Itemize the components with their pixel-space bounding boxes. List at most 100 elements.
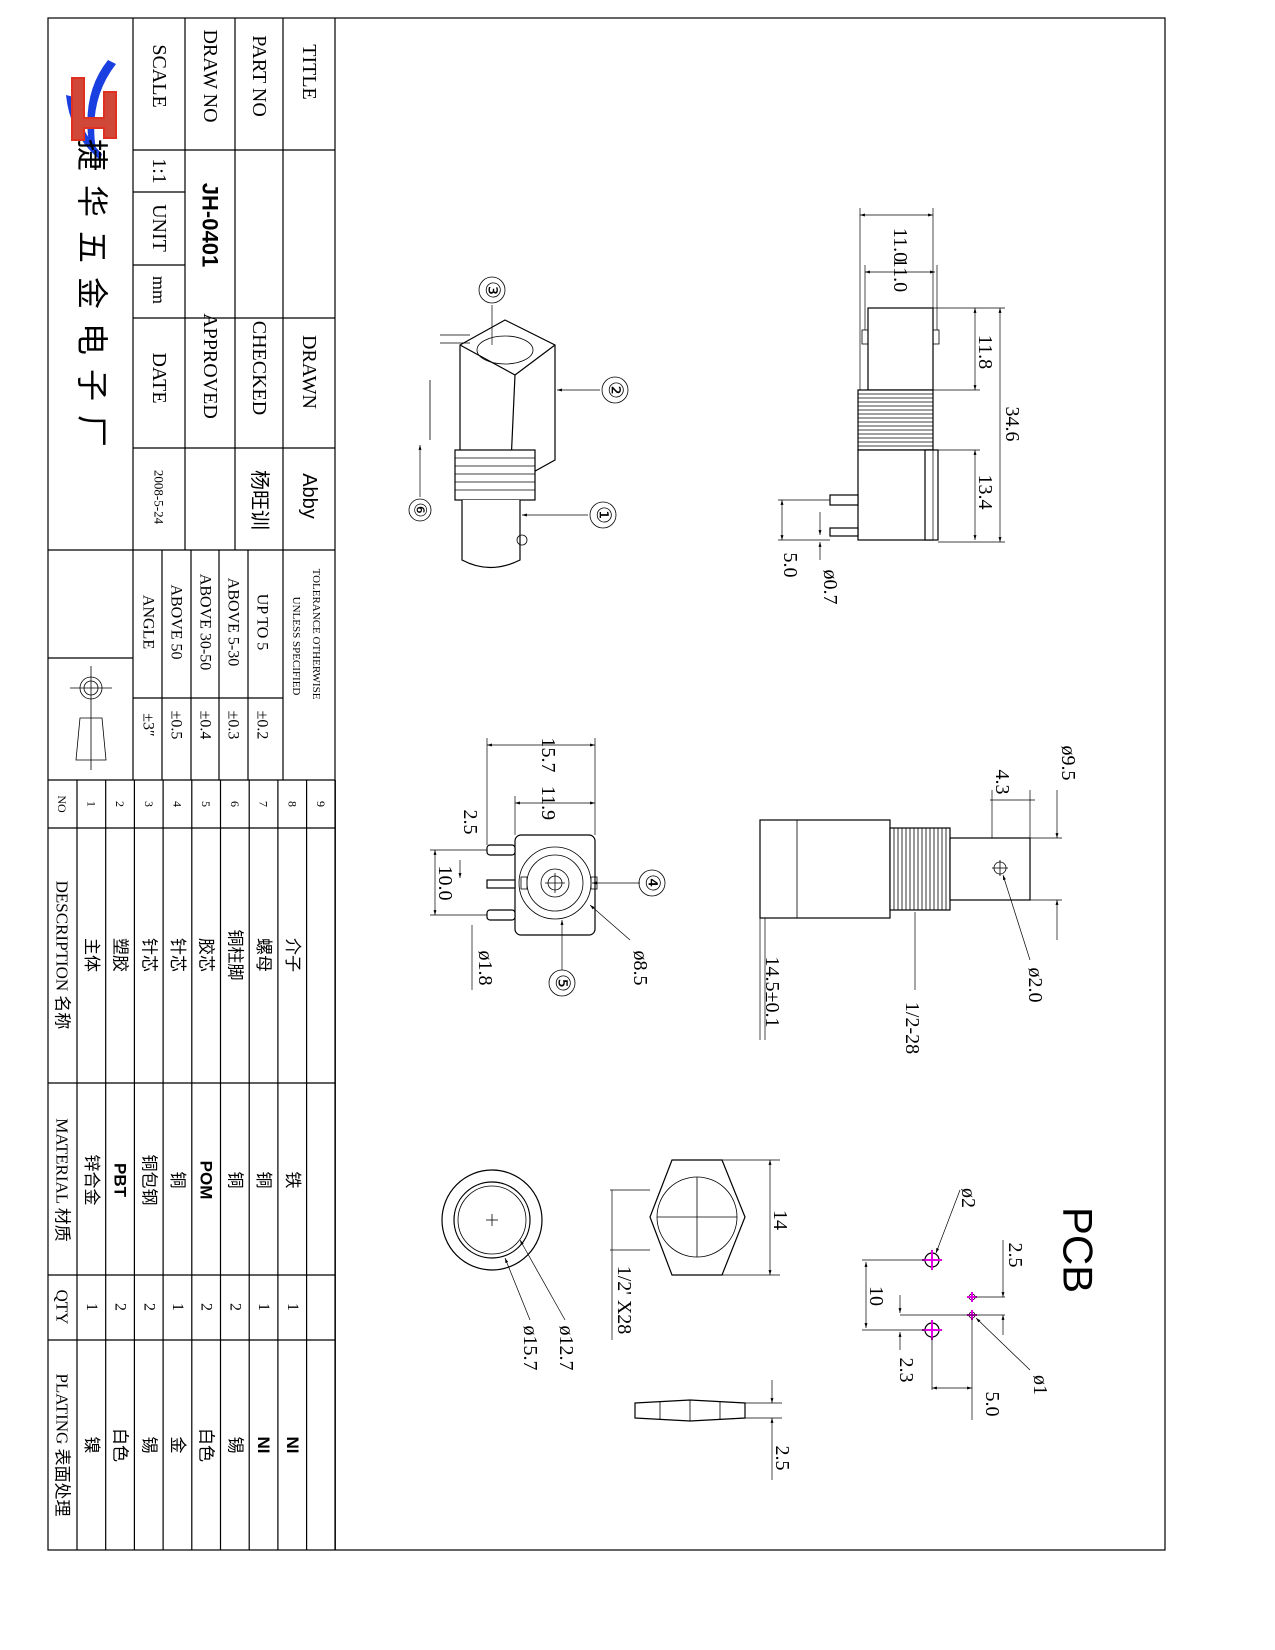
dim-side-4: 34.6 xyxy=(1001,407,1023,442)
dim-nut-1: 14 xyxy=(769,1210,791,1230)
hex-nut-view: 14 1/2' X28 2.5 xyxy=(610,1159,793,1480)
checked-label: CHECKED xyxy=(248,321,270,415)
balloon-6: ⑥ xyxy=(411,502,430,517)
cell-material: 铜 xyxy=(168,1172,187,1189)
cell-qty: 2 xyxy=(198,1303,215,1311)
header-description: DESCRIPTION 名称 xyxy=(53,881,72,1030)
dim-front-5: ø1.8 xyxy=(474,951,496,986)
tolerance-value: ±0.2 xyxy=(254,711,271,740)
cell-qty: 1 xyxy=(255,1303,272,1311)
dim-front-4: 10.0 xyxy=(434,866,456,901)
dim-pcb-1: ø2 xyxy=(957,1188,979,1208)
table-row: 9 xyxy=(314,801,328,807)
tolerance-value: ±0.3 xyxy=(225,711,242,740)
cell-no: 1 xyxy=(84,801,98,807)
pcb-title: PCB xyxy=(1055,1207,1102,1293)
tolerance-value: ±0.4 xyxy=(197,711,214,740)
isometric-view: ③ ② ① ⑥ xyxy=(408,276,629,569)
cell-description: 针芯 xyxy=(139,938,158,972)
cell-material: 铜包钢 xyxy=(139,1155,158,1206)
sheet-border xyxy=(47,17,1166,1551)
dim-side-2: 11.0 xyxy=(889,258,911,292)
dim-front-3: 2.5 xyxy=(459,810,481,835)
cell-qty: 2 xyxy=(140,1303,157,1311)
cell-qty: 1 xyxy=(169,1303,186,1311)
dim-profile-3: 14.5±0.1 xyxy=(761,957,783,1028)
pcb-layout: PCB ø2 2.5 10 2.3 5.0 ø1 xyxy=(862,1188,1102,1420)
balloon-4: ④ xyxy=(641,874,663,892)
header-qty: QTY xyxy=(53,1290,72,1325)
cell-material: 锌合金 xyxy=(82,1155,101,1206)
dim-side-5: 13.4 xyxy=(974,475,996,510)
cell-material: PBT xyxy=(111,1163,130,1198)
balloon-1: ① xyxy=(592,506,614,524)
balloon-3: ③ xyxy=(481,281,503,299)
part-no-label: PART NO xyxy=(248,35,270,117)
cell-description: 针芯 xyxy=(168,938,187,972)
checked-value: 杨旺训 xyxy=(248,470,271,530)
cell-qty: 1 xyxy=(83,1303,100,1311)
tolerance-range: ABOVE 50 xyxy=(168,584,185,659)
header-no: NO xyxy=(55,795,69,813)
dim-front-2: 11.9 xyxy=(537,786,559,820)
table-row: 4 针芯铜 1 金 xyxy=(168,801,187,1454)
cell-plating: 白色 xyxy=(197,1428,216,1462)
approved-label: APPROVED xyxy=(199,313,221,419)
cell-description: 铜柱脚 xyxy=(225,930,244,981)
dim-pcb-3: 10 xyxy=(865,1286,887,1306)
header-material: MATERIAL 材质 xyxy=(53,1118,72,1242)
dim-profile-2: 4.3 xyxy=(991,770,1013,795)
tolerance-range: UP TO 5 xyxy=(254,594,271,651)
cell-material: 铁 xyxy=(283,1172,302,1189)
dim-front-6: ø8.5 xyxy=(629,951,651,986)
tolerance-header: TOLERANCE OTHERWISE xyxy=(310,569,322,700)
title-label: TITLE xyxy=(298,44,320,100)
tolerance-range: ABOVE 30-50 xyxy=(197,574,214,670)
cell-plating: 锡 xyxy=(225,1437,244,1454)
header-plating: PLATING 表面处理 xyxy=(53,1373,72,1516)
dim-profile-1: ø9.5 xyxy=(1057,746,1079,781)
company-logo xyxy=(66,60,117,160)
company-name: 捷华五金电子厂 xyxy=(74,139,110,461)
dim-side-3: 11.8 xyxy=(974,335,996,369)
cell-material: 铜 xyxy=(254,1172,273,1189)
dim-side-6: 5.0 xyxy=(779,553,801,578)
draw-no-value: JH-0401 xyxy=(198,183,223,267)
dim-washer-2: ø15.7 xyxy=(519,1326,541,1371)
cell-plating: NI xyxy=(283,1437,302,1454)
draw-no-label: DRAW NO xyxy=(199,29,221,122)
tolerance-value: ±3″ xyxy=(140,713,157,736)
scale-value: 1:1 xyxy=(148,158,170,184)
cell-plating: 金 xyxy=(168,1437,187,1454)
dim-pcb-2: 2.5 xyxy=(1004,1243,1026,1268)
scale-label: SCALE xyxy=(148,44,170,107)
date-label: DATE xyxy=(148,352,170,403)
unit-value: mm xyxy=(149,276,169,304)
tolerance-range: ANGLE xyxy=(140,595,157,649)
cell-no: 7 xyxy=(257,801,271,807)
balloon-5: ⑤ xyxy=(551,974,573,992)
pcb-hole-marks xyxy=(922,1250,977,1340)
cell-description: 主体 xyxy=(82,938,101,972)
cell-no: 3 xyxy=(142,801,156,807)
cell-plating: 镍 xyxy=(82,1437,101,1454)
title-block: 捷华五金电子厂 TITLE PART NO DRAW NO JH-0401 SC… xyxy=(48,18,336,1550)
cell-no: 2 xyxy=(113,801,127,807)
dim-front-1: 15.7 xyxy=(537,738,559,773)
drawn-label: DRAWN xyxy=(298,335,320,409)
tolerance-value: ±0.5 xyxy=(168,711,185,740)
dim-side-1: 11.0 xyxy=(889,228,911,262)
cell-no: 4 xyxy=(170,801,184,807)
cell-plating: 白色 xyxy=(111,1428,130,1462)
dim-side-7: ø0.7 xyxy=(819,570,841,605)
dim-nut-3: 2.5 xyxy=(771,1446,793,1471)
cell-no: 9 xyxy=(314,801,328,807)
cell-no: 8 xyxy=(285,801,299,807)
